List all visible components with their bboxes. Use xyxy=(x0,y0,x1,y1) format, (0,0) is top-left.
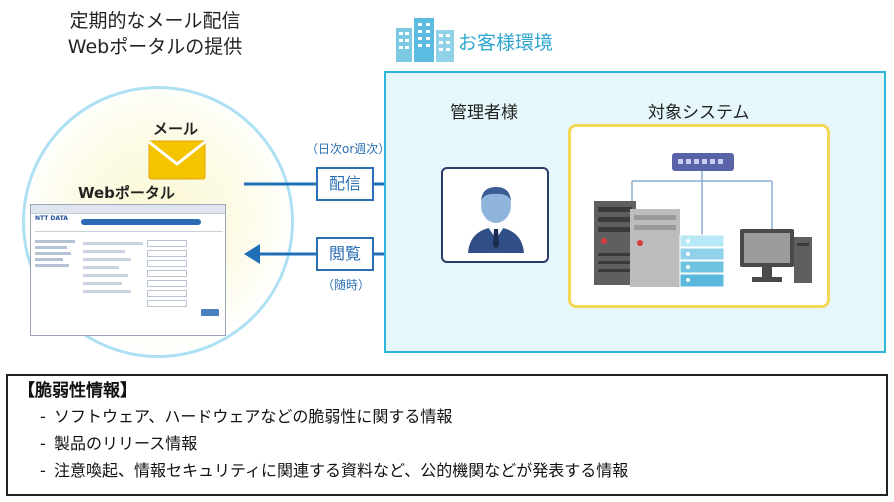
portal-button xyxy=(201,309,219,316)
info-title: 【脆弱性情報】 xyxy=(18,381,137,401)
info-item-text: 注意喚起、情報セキュリティに関連する資料など、公的機関などが発表する情報 xyxy=(54,461,629,480)
admin-box xyxy=(441,167,549,263)
info-item: -ソフトウェア、ハードウェアなどの脆弱性に関する情報 xyxy=(40,407,453,426)
portal-sidebar xyxy=(35,237,75,327)
info-item-text: 製品のリリース情報 xyxy=(54,434,198,453)
browse-arrowhead xyxy=(244,244,260,264)
network-switch-icon xyxy=(672,153,734,171)
portal-form-fields xyxy=(147,237,187,327)
storage-stack-icon xyxy=(679,234,725,288)
info-item-text: ソフトウェア、ハードウェアなどの脆弱性に関する情報 xyxy=(54,407,453,426)
vulnerability-info-box: 【脆弱性情報】 -ソフトウェア、ハードウェアなどの脆弱性に関する情報 -製品のリ… xyxy=(6,374,888,496)
mail-label: メール xyxy=(153,120,199,138)
web-portal-screenshot: NTT DATA xyxy=(30,204,226,336)
desktop-computer-icon xyxy=(740,229,812,283)
network-lines xyxy=(631,171,773,235)
system-label: 対象システム xyxy=(648,103,750,123)
portal-browser-bar xyxy=(31,205,225,214)
browse-label: 閲覧 xyxy=(316,237,374,271)
buildings-icon xyxy=(396,18,454,62)
deliver-frequency: （日次or週次） xyxy=(306,142,391,156)
environment-label: お客様環境 xyxy=(458,32,554,54)
server-tower-icon xyxy=(594,201,636,285)
system-devices xyxy=(594,153,812,288)
admin-person-icon xyxy=(468,187,524,253)
admin-label: 管理者様 xyxy=(450,103,518,123)
deliver-label: 配信 xyxy=(316,167,374,201)
portal-logo: NTT DATA xyxy=(35,215,68,222)
portal-divider xyxy=(35,231,223,232)
portal-label: Webポータル xyxy=(78,184,175,202)
portal-step-bar xyxy=(81,219,201,225)
heading-line-2: Webポータルの提供 xyxy=(67,36,243,58)
info-item: -注意喚起、情報セキュリティに関連する資料など、公的機関などが発表する情報 xyxy=(40,461,629,480)
browse-frequency: （随時） xyxy=(322,278,371,292)
server-tower-light-icon xyxy=(630,209,680,287)
envelope-icon xyxy=(148,140,206,180)
heading-line-1: 定期的なメール配信 xyxy=(69,10,241,32)
portal-form-labels xyxy=(83,237,143,327)
info-item: -製品のリリース情報 xyxy=(40,434,198,453)
